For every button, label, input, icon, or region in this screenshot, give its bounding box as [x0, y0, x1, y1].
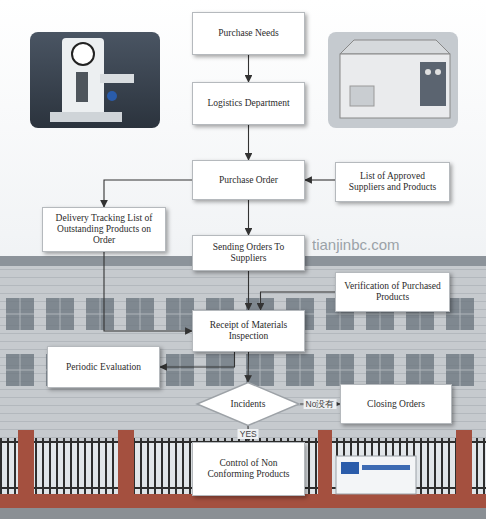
machine-base	[50, 112, 122, 122]
diamond-shape	[197, 382, 299, 425]
process-box: Purchase Needs	[192, 12, 305, 55]
node-label: Incidents	[231, 399, 266, 410]
control-panel	[420, 62, 446, 106]
process-box: Closing Orders	[340, 384, 452, 424]
node-label: List of Approved Suppliers and Products	[341, 171, 444, 193]
process-box: Delivery Tracking List of Outstanding Pr…	[42, 207, 166, 252]
node-text-group: Purchase Needs	[213, 24, 283, 43]
node-text-group: Purchase Order	[214, 171, 283, 190]
node-text-group: Periodic Evaluation	[61, 358, 146, 377]
flow-connector	[248, 55, 249, 82]
watermark: tianjinbc.com	[312, 236, 400, 253]
dial	[425, 69, 431, 75]
process-box: Purchase Order	[192, 160, 305, 200]
edge-label: YES	[238, 429, 259, 439]
node-label: Sending Orders To Suppliers	[198, 242, 299, 264]
node-label: Purchase Needs	[218, 28, 278, 39]
knob	[107, 91, 117, 101]
process-box: Sending Orders To Suppliers	[192, 235, 305, 271]
flow-connector	[261, 292, 336, 310]
process-box: List of Approved Suppliers and Products	[335, 162, 450, 202]
process-box: Periodic Evaluation	[47, 346, 160, 388]
process-box: Control of Non Conforming Products	[192, 442, 305, 496]
fence-railing	[0, 438, 486, 496]
flow-connector	[248, 125, 249, 160]
salt-spray-chamber-photo	[328, 32, 458, 128]
ground	[0, 508, 486, 519]
node-text-group: Incidents	[226, 395, 271, 414]
process-box: Verification of Purchased Products	[335, 272, 450, 312]
node-text-group: Receipt of Materials Inspection	[193, 316, 304, 346]
brick-wall	[0, 494, 486, 508]
node-text-group: Closing Orders	[362, 395, 430, 414]
brick-post	[456, 430, 472, 496]
node-label: Control of Non Conforming Products	[198, 458, 299, 480]
dial	[435, 69, 441, 75]
brick-post	[318, 430, 332, 496]
node-text-group: Control of Non Conforming Products	[193, 454, 304, 484]
node-label: Receipt of Materials Inspection	[198, 320, 299, 342]
sign-stripe	[362, 465, 410, 470]
machine-body	[62, 38, 104, 118]
machine-column	[76, 72, 88, 102]
chamber-lid	[340, 40, 450, 54]
node-label: Verification of Purchased Products	[341, 281, 444, 303]
flow-connector	[305, 179, 335, 180]
node-text-group: Logistics Department	[202, 94, 294, 113]
sign-logo	[341, 462, 359, 474]
hardness-tester-photo	[30, 32, 160, 128]
flow-connector	[160, 352, 235, 367]
node-text-group: Verification of Purchased Products	[336, 277, 449, 307]
chamber-body	[340, 54, 450, 118]
photo-frame	[30, 32, 160, 128]
node-text-group: Delivery Tracking List of Outstanding Pr…	[43, 209, 165, 250]
brick-post	[18, 430, 34, 496]
gauge	[72, 43, 94, 65]
flow-connector	[247, 352, 249, 382]
building-wall	[0, 262, 486, 442]
node-label: Purchase Order	[219, 175, 278, 186]
photo-frame	[328, 32, 458, 128]
edge-label: No没有	[304, 399, 337, 409]
flow-connector	[104, 180, 192, 207]
node-text-group: Sending Orders To Suppliers	[193, 238, 304, 268]
wall-cladding	[0, 262, 486, 442]
flow-connector	[248, 271, 249, 310]
node-label: Periodic Evaluation	[66, 362, 141, 373]
node-text-group: List of Approved Suppliers and Products	[336, 167, 449, 197]
process-box: Logistics Department	[192, 82, 305, 125]
company-sign	[336, 456, 416, 494]
node-label: Closing Orders	[367, 399, 425, 410]
chamber-door	[350, 86, 374, 106]
brick-post	[118, 430, 134, 496]
process-box: Receipt of Materials Inspection	[192, 310, 305, 352]
machine-arm	[100, 74, 134, 83]
flow-connector	[248, 200, 249, 235]
flow-connector	[104, 252, 192, 331]
decision-diamond: Incidents	[196, 382, 300, 426]
node-label: Logistics Department	[207, 98, 289, 109]
node-label: Delivery Tracking List of Outstanding Pr…	[48, 213, 160, 246]
